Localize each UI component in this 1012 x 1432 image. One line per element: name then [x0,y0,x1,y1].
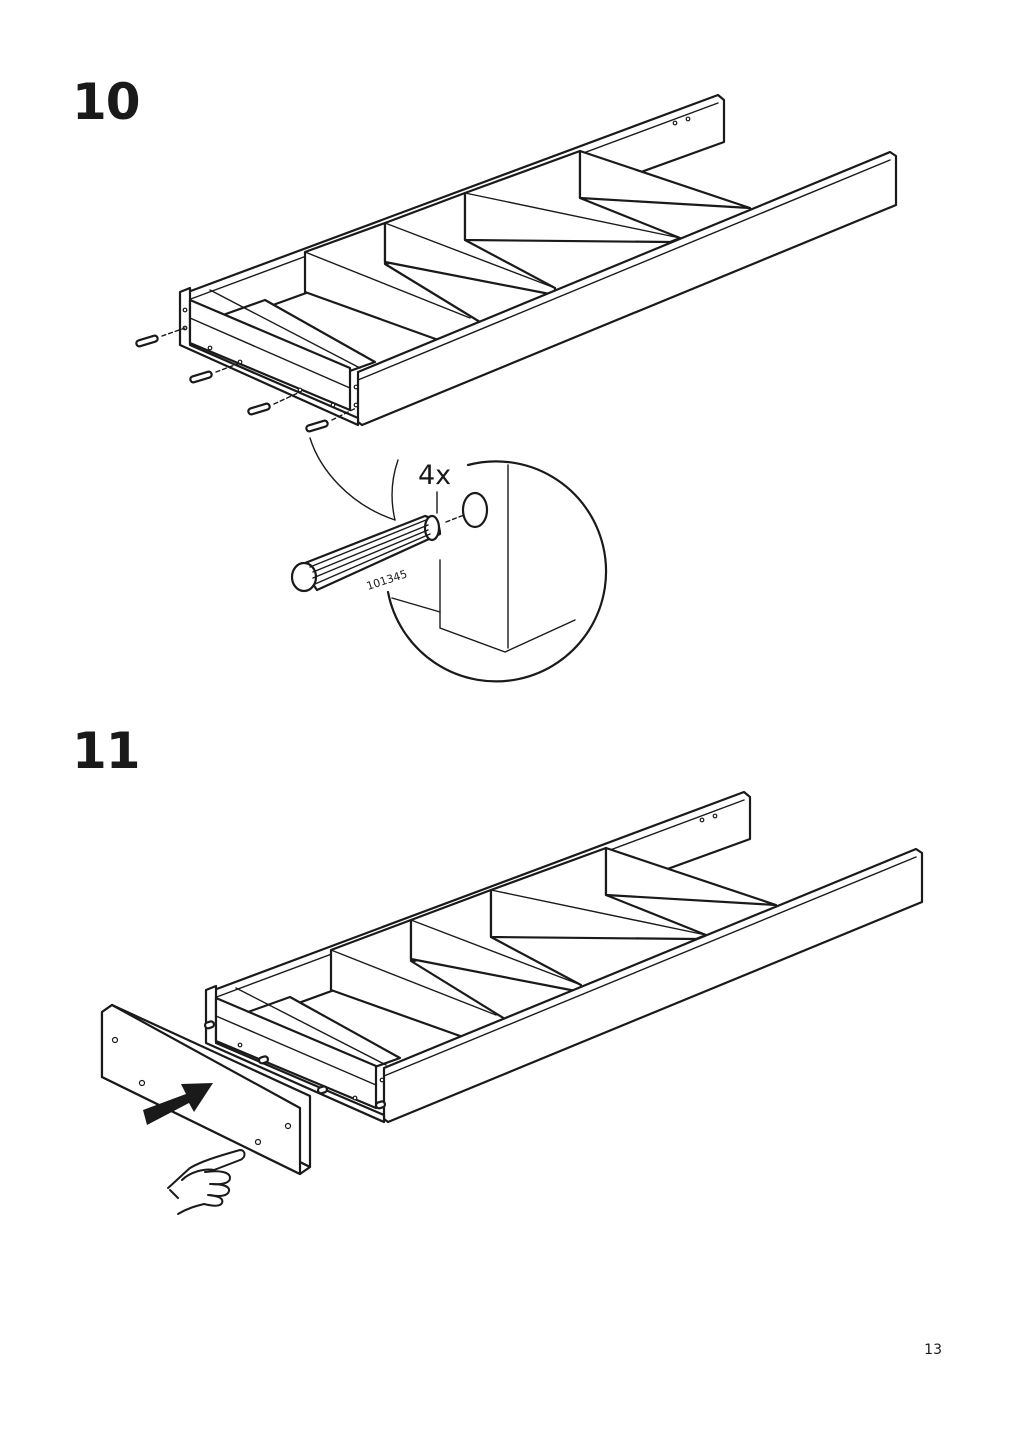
step-10-number: 10 [72,73,141,131]
dowel-icon [247,391,301,416]
step-10-frame-illustration [135,93,898,433]
pointing-hand-icon [167,1149,246,1215]
dowel-icon [135,327,186,348]
dowel-icon [290,514,442,593]
step-11-frame-illustration [203,790,924,1124]
quantity-label: 4x [418,460,451,491]
dowel-hole [461,491,489,529]
end-panel [204,984,386,1124]
dowel-detail-callout: 4x 101345 [290,437,608,683]
end-panel [178,286,360,427]
page-number: 13 [924,1342,942,1358]
part-number-label: 101345 [365,568,409,593]
dowel-icon [189,362,241,384]
step-11-number: 11 [72,722,141,780]
dowel-icon [305,407,357,433]
end-rail-inner [188,298,352,412]
push-arrow-icon [143,1083,213,1125]
